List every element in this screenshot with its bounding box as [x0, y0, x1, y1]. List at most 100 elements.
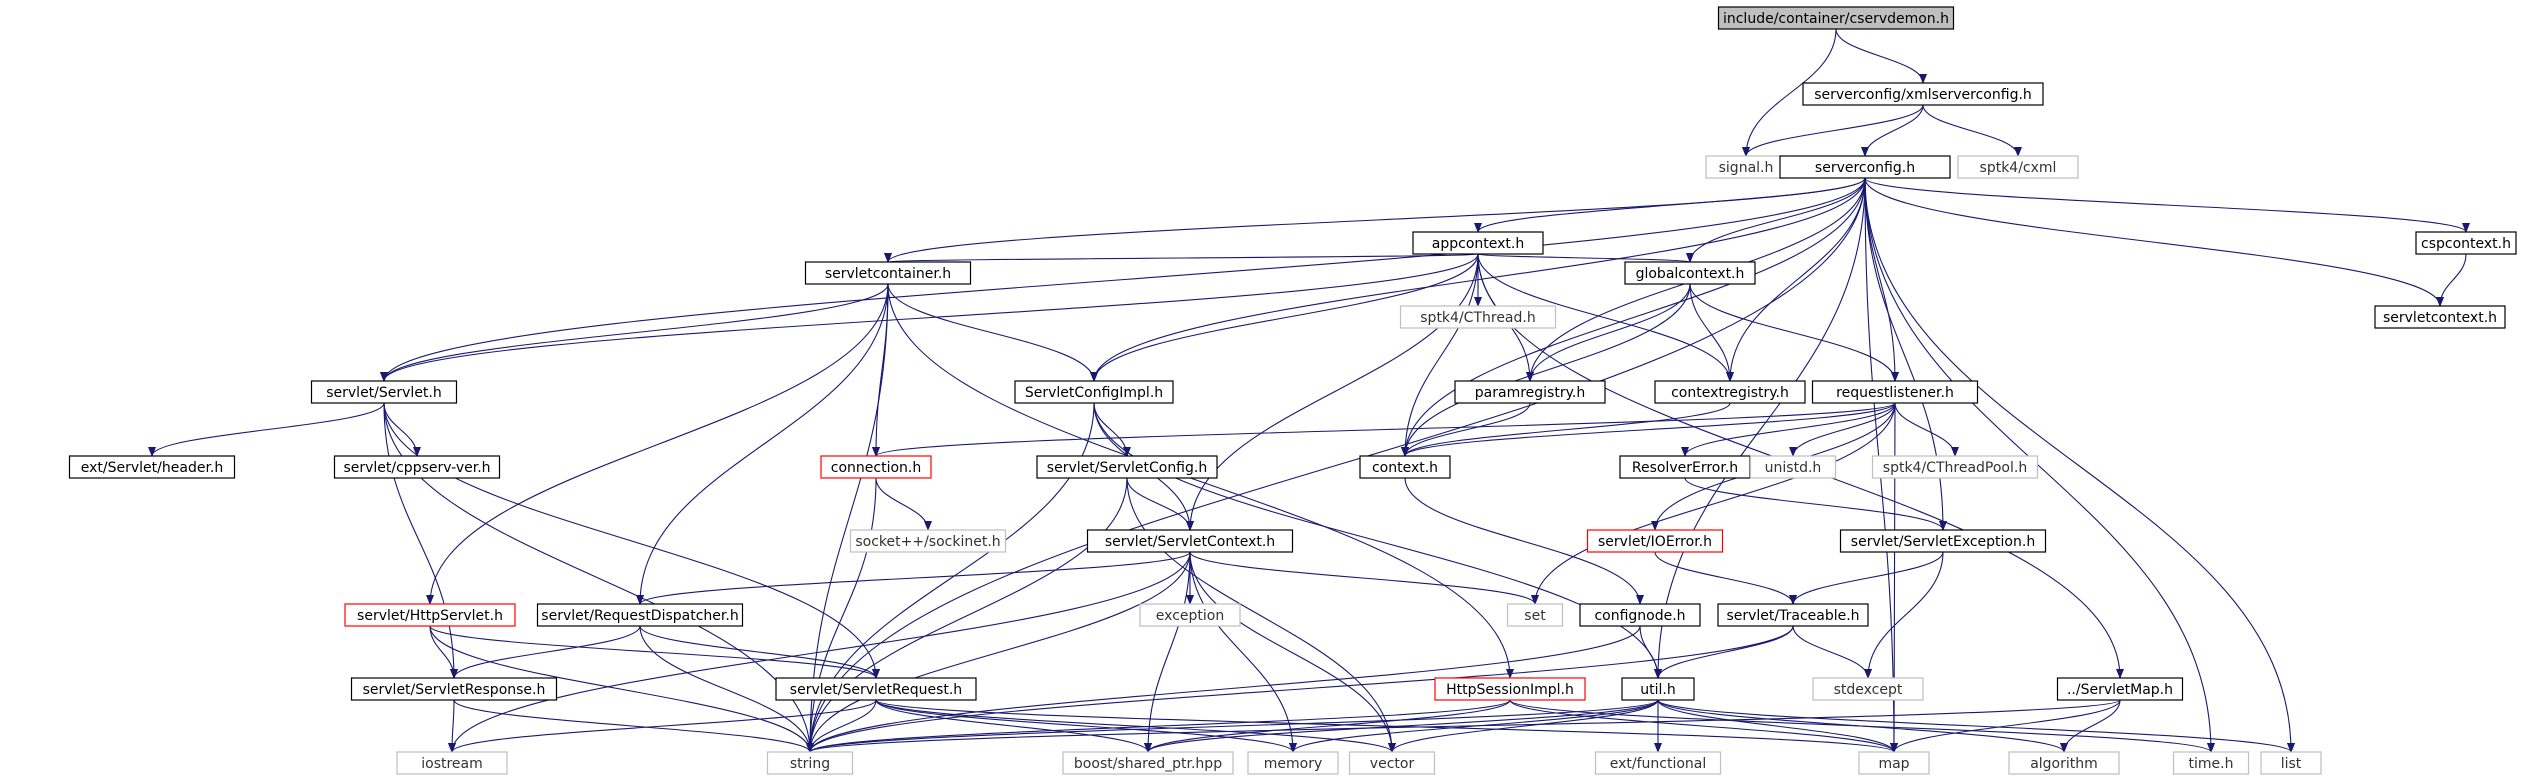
node-algorithm[interactable]: algorithm [2008, 751, 2120, 775]
edge-servlet-to-header [148, 402, 385, 457]
node-cxml[interactable]: sptk4/cxml [1957, 155, 2079, 179]
node-vector[interactable]: vector [1348, 751, 1436, 775]
node-label: exception [1156, 608, 1224, 624]
node-servletcont[interactable]: servletcontainer.h [804, 261, 972, 285]
node-box [775, 677, 977, 701]
node-stdexcept[interactable]: stdexcept [1812, 677, 1924, 701]
edge-confignode-to-util [1639, 625, 1662, 679]
node-httpsess[interactable]: HttpSessionImpl.h [1434, 677, 1586, 701]
edge-traceable-to-stdexcept [1792, 625, 1872, 679]
node-context[interactable]: context.h [1359, 455, 1451, 479]
node-sc[interactable]: serverconfig.h [1779, 155, 1951, 179]
node-reqdisp[interactable]: servlet/RequestDispatcher.h [536, 603, 744, 627]
node-sctx[interactable]: servlet/ServletContext.h [1086, 529, 1294, 553]
node-httpservlet[interactable]: servlet/HttpServlet.h [344, 603, 516, 627]
node-sreq[interactable]: servlet/ServletRequest.h [775, 677, 977, 701]
node-sconfig[interactable]: servlet/ServletConfig.h [1036, 455, 1218, 479]
node-time[interactable]: time.h [2172, 751, 2250, 775]
node-label: servlet/RequestDispatcher.h [541, 608, 738, 624]
node-unistd[interactable]: unistd.h [1749, 455, 1837, 479]
node-box [310, 380, 458, 404]
node-ioerror[interactable]: servlet/IOError.h [1586, 529, 1724, 553]
edge-httpsess-to-string [806, 699, 1511, 753]
node-label: include/container/cservdemon.h [1723, 11, 1949, 27]
node-box [2374, 305, 2506, 329]
node-label: sptk4/CThreadPool.h [1883, 460, 2027, 476]
node-box [1014, 380, 1174, 404]
node-appctx[interactable]: appcontext.h [1412, 231, 1544, 255]
node-label: servlet/ServletRequest.h [790, 682, 962, 698]
node-servlet[interactable]: servlet/Servlet.h [310, 380, 458, 404]
node-box [1412, 231, 1544, 255]
node-list[interactable]: list [2260, 751, 2322, 775]
edge-cspctx-to-servletctx [2436, 253, 2467, 307]
node-box [1957, 155, 2079, 179]
node-confignode[interactable]: confignode.h [1579, 603, 1701, 627]
edge-reqlist-to-resolver [1681, 402, 1896, 457]
node-xmlsc[interactable]: serverconfig/xmlserverconfig.h [1802, 82, 2044, 106]
edge-sc-to-servletcont [884, 177, 1866, 263]
edge-globalctx-to-context [1401, 283, 1691, 457]
node-servletctx[interactable]: servletcontext.h [2374, 305, 2506, 329]
node-label: ResolverError.h [1632, 460, 1738, 476]
node-header[interactable]: ext/Servlet/header.h [68, 455, 236, 479]
edge-sctx-to-string [806, 551, 1191, 753]
node-ctpool[interactable]: sptk4/CThreadPool.h [1871, 455, 2039, 479]
node-box [1399, 305, 1557, 329]
node-label: ext/Servlet/header.h [81, 460, 223, 476]
node-sharedptr[interactable]: boost/shared_ptr.hpp [1062, 751, 1234, 775]
edge-reqdisp-to-string [639, 625, 814, 753]
node-sexc[interactable]: servlet/ServletException.h [1839, 529, 2047, 553]
node-label: set [1524, 608, 1546, 624]
node-scimpl[interactable]: ServletConfigImpl.h [1014, 380, 1174, 404]
node-box [344, 603, 516, 627]
edge-sc-to-ctxreg [1726, 177, 1866, 382]
node-ctxreg[interactable]: contextregistry.h [1654, 380, 1806, 404]
edge-sctx-to-vector [1189, 551, 1396, 753]
node-box [2260, 751, 2322, 775]
edge-reqdisp-to-sreq [639, 625, 880, 679]
node-set[interactable]: set [1506, 603, 1564, 627]
node-smap[interactable]: ../ServletMap.h [2056, 677, 2184, 701]
node-string[interactable]: string [766, 751, 854, 775]
node-label: requestlistener.h [1836, 385, 1954, 401]
edge-smap-to-algorithm [2060, 699, 2121, 753]
node-traceable[interactable]: servlet/Traceable.h [1717, 603, 1869, 627]
node-box [68, 455, 236, 479]
edge-httpsess-to-sharedptr [1144, 699, 1511, 753]
edge-reqlist-to-context [1401, 402, 1896, 457]
edge-sc-to-cspctx [1864, 177, 2470, 233]
node-cthread[interactable]: sptk4/CThread.h [1399, 305, 1557, 329]
node-extfunc[interactable]: ext/functional [1594, 751, 1722, 775]
edge-context-to-confignode [1404, 477, 1644, 605]
node-util[interactable]: util.h [1621, 677, 1695, 701]
node-label: servlet/Servlet.h [326, 385, 442, 401]
edge-util-to-map [1657, 699, 1898, 753]
node-root[interactable]: include/container/cservdemon.h [1717, 6, 1955, 30]
node-reqlist[interactable]: requestlistener.h [1811, 380, 1979, 404]
node-cspctx[interactable]: cspcontext.h [2415, 231, 2517, 255]
edge-sc-to-scimpl [1090, 177, 1866, 382]
node-globalctx[interactable]: globalcontext.h [1624, 261, 1756, 285]
node-label: stdexcept [1834, 682, 1903, 698]
node-conn[interactable]: connection.h [820, 455, 932, 479]
node-label: ServletConfigImpl.h [1025, 385, 1163, 401]
node-label: sptk4/CThread.h [1420, 310, 1535, 326]
edge-sreq-to-vector [875, 699, 1396, 753]
edge-appctx-to-sctx [1186, 253, 1479, 531]
node-label: ext/functional [1610, 756, 1707, 772]
node-sresp[interactable]: servlet/ServletResponse.h [350, 677, 558, 701]
node-resolver[interactable]: ResolverError.h [1619, 455, 1751, 479]
node-map[interactable]: map [1858, 751, 1930, 775]
node-signal[interactable]: signal.h [1705, 155, 1787, 179]
node-memory[interactable]: memory [1247, 751, 1339, 775]
node-box [1839, 529, 2047, 553]
node-iostream[interactable]: iostream [396, 751, 508, 775]
node-cppserv[interactable]: servlet/cppserv-ver.h [333, 455, 501, 479]
edge-sc-to-list [1864, 177, 2295, 753]
node-paramreg[interactable]: paramregistry.h [1454, 380, 1606, 404]
node-sockinet[interactable]: socket++/sockinet.h [849, 529, 1007, 553]
node-box [396, 751, 508, 775]
node-exception[interactable]: exception [1139, 603, 1241, 627]
edge-sexc-to-traceable [1789, 551, 1944, 605]
